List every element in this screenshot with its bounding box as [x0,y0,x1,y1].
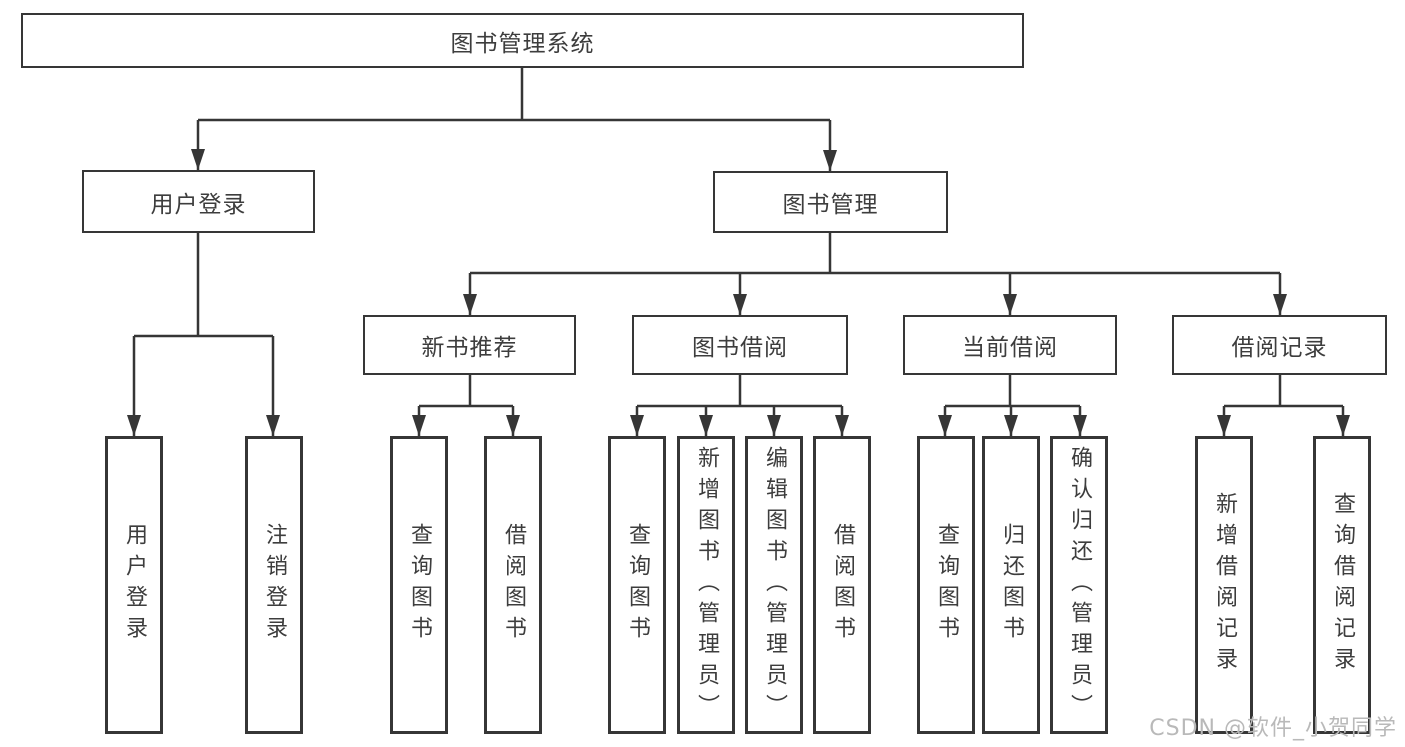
leaf-query-books-borrow: 查询图书 [608,436,666,734]
leaf-add-book-admin-label: 新增图书（管理员） [694,445,719,725]
leaf-query-borrow-record-label: 查询借阅记录 [1330,492,1355,678]
leaf-query-books-newbook: 查询图书 [390,436,448,734]
leaf-return-book-label: 归还图书 [999,523,1024,647]
node-book-borrow: 图书借阅 [632,315,848,375]
leaf-user-login: 用户登录 [105,436,163,734]
node-current-borrow: 当前借阅 [903,315,1117,375]
connector-user-login-stem [134,233,273,338]
leaf-borrow-books-borrow-label: 借阅图书 [830,523,855,647]
watermark-text: CSDN @软件_小贺同学 [1149,716,1397,741]
leaf-borrow-books-newbook-label: 借阅图书 [501,523,526,647]
connector-new-book-stem [419,375,513,408]
connector-root-stem [198,68,830,122]
leaf-query-books-current-label: 查询图书 [934,523,959,647]
leaf-query-books-borrow-label: 查询图书 [625,523,650,647]
node-new-book-recommend: 新书推荐 [363,315,576,375]
connector-book-management-stem [470,233,1280,275]
leaf-confirm-return-admin: 确认归还（管理员） [1050,436,1108,734]
leaf-logout-label: 注销登录 [262,523,287,647]
node-root: 图书管理系统 [21,13,1024,68]
node-user-login: 用户登录 [82,170,315,233]
leaf-return-book: 归还图书 [982,436,1040,734]
leaf-query-borrow-record: 查询借阅记录 [1313,436,1371,734]
leaf-query-books-newbook-label: 查询图书 [407,523,432,647]
leaf-add-borrow-record: 新增借阅记录 [1195,436,1253,734]
connector-book-borrow-stem [637,375,842,408]
connector-borrow-record-stem [1224,375,1343,408]
leaf-add-borrow-record-label: 新增借阅记录 [1212,492,1237,678]
leaf-query-books-current: 查询图书 [917,436,975,734]
leaf-user-login-label: 用户登录 [122,523,147,647]
leaf-confirm-return-admin-label: 确认归还（管理员） [1067,445,1092,725]
node-borrow-records: 借阅记录 [1172,315,1387,375]
leaf-logout: 注销登录 [245,436,303,734]
connector-current-borrow-stem [945,375,1080,408]
leaf-borrow-books-newbook: 借阅图书 [484,436,542,734]
leaf-edit-book-admin: 编辑图书（管理员） [745,436,803,734]
leaf-borrow-books-borrow: 借阅图书 [813,436,871,734]
node-book-management: 图书管理 [713,171,948,233]
leaf-add-book-admin: 新增图书（管理员） [677,436,735,734]
leaf-edit-book-admin-label: 编辑图书（管理员） [762,445,787,725]
